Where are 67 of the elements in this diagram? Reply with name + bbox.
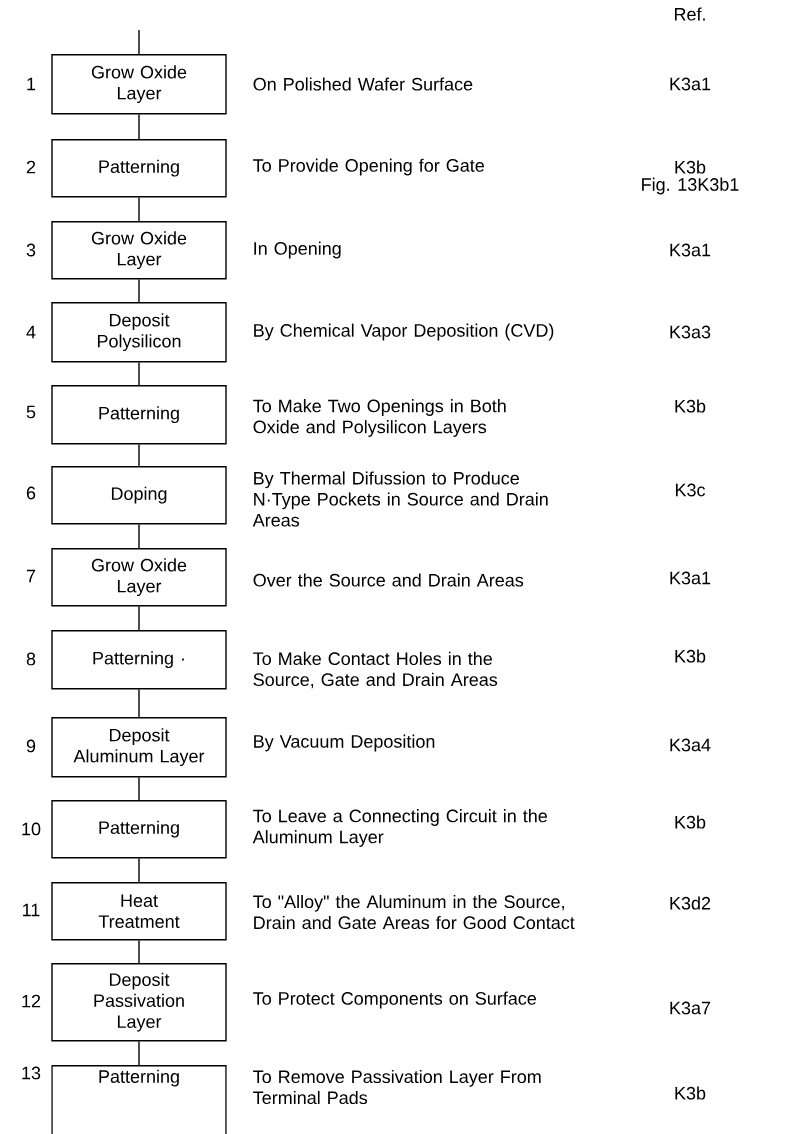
- process-box: Grow Oxide Layer: [51, 221, 227, 280]
- step-number: 3: [26, 243, 36, 257]
- step-number: 12: [22, 994, 41, 1008]
- reference-code: K3c: [675, 483, 706, 497]
- process-box: Grow Oxide Layer: [51, 548, 227, 607]
- process-box: Doping: [51, 466, 227, 525]
- step-number: 1: [27, 77, 36, 91]
- step-number: 13: [22, 1066, 41, 1080]
- step-description: To Provide Opening for Gate: [253, 158, 484, 176]
- step-description: To Make Contact Holes in the Source, Gate and Drain Areas: [253, 651, 498, 689]
- step-description: By Thermal Difussion to Produce N·Type Pockets in Source and Drain Areas: [252, 471, 548, 527]
- step-description: In Opening: [254, 241, 341, 259]
- process-box: Patterning: [51, 139, 227, 198]
- process-box: Heat Treatment: [51, 882, 227, 941]
- reference-code: K3a7: [670, 1001, 711, 1015]
- connector-line: [138, 857, 140, 883]
- step-number: 10: [22, 822, 41, 836]
- process-box: Deposit Passivation Layer: [51, 963, 227, 1042]
- connector-line: [138, 29, 140, 55]
- step-number: 4: [26, 325, 36, 339]
- connector-line: [138, 939, 140, 964]
- step-number: 8: [26, 652, 36, 666]
- reference-code: K3b: [675, 649, 706, 663]
- process-box: Patterning: [51, 800, 227, 859]
- step-description: By Vacuum Deposition: [254, 734, 435, 752]
- connector-line: [138, 443, 140, 467]
- step-description: To "Alloy" the Aluminum in the Source, Drain and Gate Areas for Good Contact: [253, 894, 575, 930]
- step-description: To Leave a Connecting Circuit in the Aluminum Layer: [252, 809, 547, 847]
- reference-code: K3b: [675, 160, 706, 174]
- step-number: 6: [26, 486, 36, 500]
- step-number: 11: [23, 903, 40, 917]
- reference-code: K3a1: [670, 77, 711, 91]
- step-number: 5: [26, 405, 36, 419]
- reference-code: K3a3: [670, 325, 711, 339]
- reference-code: K3a1: [670, 571, 711, 585]
- connector-line: [138, 688, 140, 718]
- reference-code: K3d2: [670, 896, 711, 910]
- process-box: Grow Oxide Layer: [51, 54, 227, 115]
- reference-code: K3b: [675, 815, 706, 829]
- step-number: 9: [26, 739, 36, 753]
- reference-code: K3a4: [670, 738, 711, 752]
- reference-code: K3a1: [670, 243, 711, 257]
- connector-line: [138, 605, 140, 631]
- step-description: To Make Two Openings in Both Oxide and Polysilicon Layers: [253, 399, 506, 437]
- step-number: 2: [26, 160, 36, 174]
- connector-line: [138, 196, 140, 222]
- step-description: By Chemical Vapor Deposition (CVD): [254, 323, 554, 341]
- process-box: Deposit Aluminum Layer: [51, 717, 227, 778]
- reference-code: Fig. 13K3b1: [642, 177, 739, 195]
- step-description: To Remove Passivation Layer From Terminal Pads: [253, 1069, 541, 1105]
- process-box: Patterning ·: [51, 630, 227, 690]
- connector-line: [138, 113, 140, 140]
- connector-line: [138, 361, 140, 386]
- step-description: Over the Source and Drain Areas: [253, 573, 524, 587]
- process-box: Patterning: [51, 385, 227, 445]
- process-box: Patterning: [51, 1065, 227, 1134]
- column-header: Ref.: [674, 7, 705, 21]
- step-number: 7: [26, 569, 36, 583]
- process-box: Deposit Polysilicon: [51, 302, 227, 363]
- connector-line: [138, 278, 140, 303]
- connector-line: [138, 776, 140, 801]
- step-description: To Protect Components on Surface: [253, 991, 536, 1009]
- step-description: On Polished Wafer Surface: [253, 77, 473, 91]
- reference-code: K3b: [675, 399, 706, 413]
- reference-code: K3b: [675, 1086, 706, 1100]
- connector-line: [138, 1040, 140, 1066]
- connector-line: [138, 523, 140, 549]
